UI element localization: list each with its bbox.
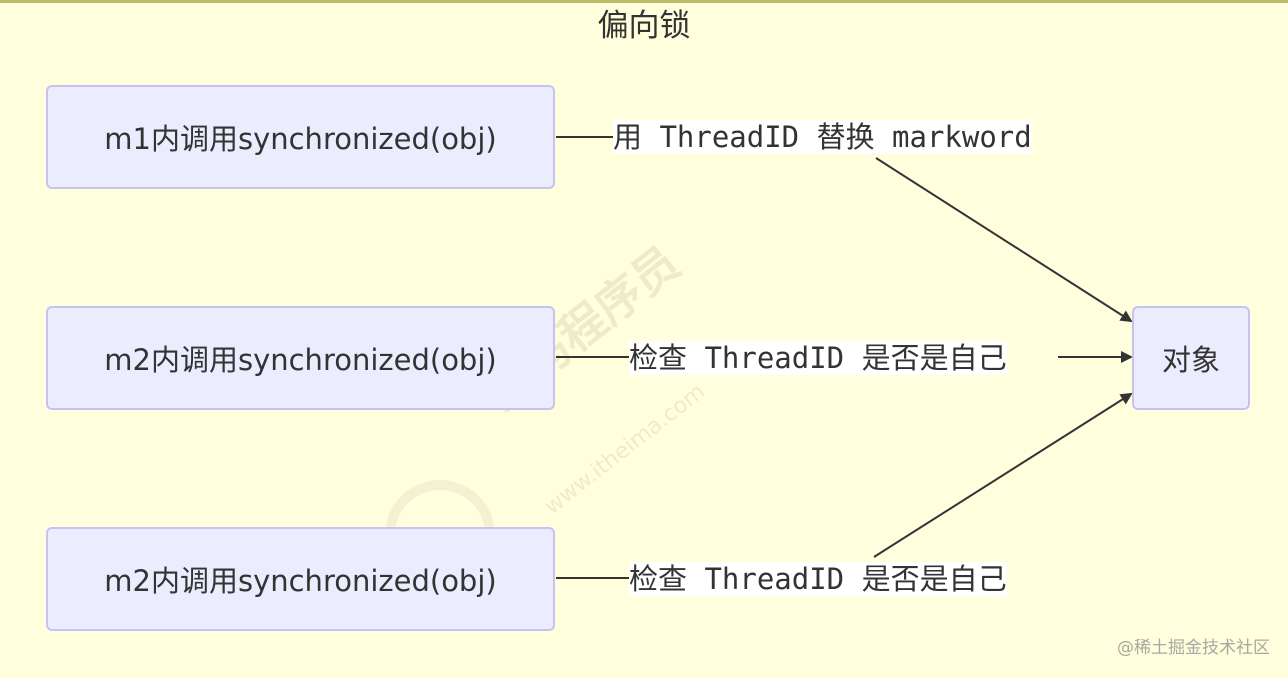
diagram-title: 偏向锁 — [597, 8, 691, 44]
edge-2-label-text: 检查 ThreadID 是否是自己 — [629, 341, 1007, 375]
node-m2-synchronized-b: m2内调用synchronized(obj) — [46, 527, 555, 631]
edge-3-label-text: 检查 ThreadID 是否是自己 — [629, 562, 1007, 596]
edge-3-label: 检查 ThreadID 是否是自己 — [629, 561, 1007, 597]
top-border — [0, 0, 1288, 3]
credit-text: @稀土掘金技术社区 — [1117, 638, 1270, 658]
edge-3-line — [556, 394, 1131, 579]
node-object: 对象 — [1132, 306, 1250, 410]
edge-1-label: 用 ThreadID 替换 markword — [613, 119, 1032, 155]
edge-2-label: 检查 ThreadID 是否是自己 — [629, 340, 1007, 376]
node-m2-synchronized-a: m2内调用synchronized(obj) — [46, 306, 555, 410]
edge-1-label-text: 用 ThreadID 替换 markword — [613, 120, 1032, 154]
edge-1-line — [556, 136, 1131, 321]
node-m1-synchronized: m1内调用synchronized(obj) — [46, 85, 555, 189]
